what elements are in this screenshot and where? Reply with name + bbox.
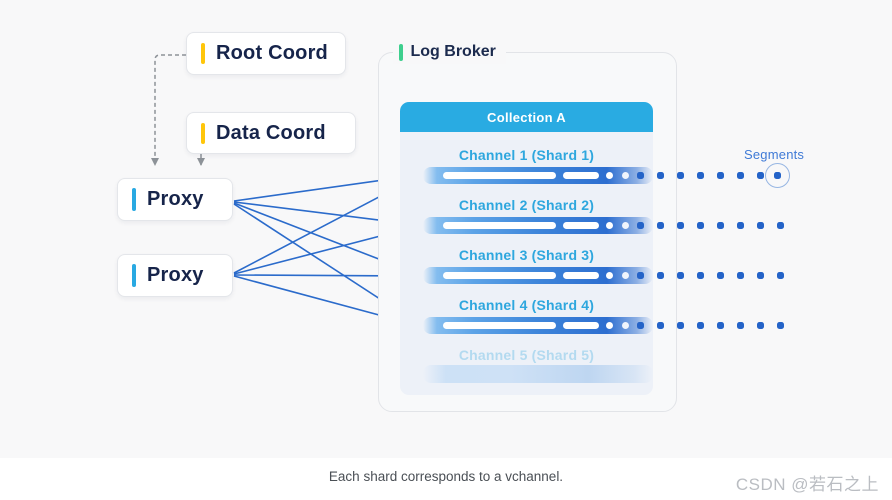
segment-dot	[637, 172, 644, 179]
channel5-bar	[423, 365, 653, 383]
segment-dot	[774, 172, 781, 179]
channel1-label: Channel 1 (Shard 1)	[458, 147, 595, 163]
segment-dot	[677, 222, 684, 229]
segment-dot	[677, 272, 684, 279]
channel2-bar	[423, 217, 653, 234]
channel2-segments-trail	[637, 222, 784, 229]
segment-dot	[777, 272, 784, 279]
segment-dot	[677, 172, 684, 179]
proxy1-accent-bar	[132, 188, 136, 211]
channel1-segment-dot	[622, 172, 629, 179]
data-coord-label: Data Coord	[216, 121, 326, 144]
channel2-segment-dot	[622, 222, 629, 229]
root-coord-label: Root Coord	[216, 42, 328, 64]
channel2-segment-pill	[563, 222, 599, 229]
channel1-bar	[423, 167, 653, 184]
segment-dot	[757, 172, 764, 179]
segment-dot	[657, 172, 664, 179]
segment-dot	[697, 172, 704, 179]
channel4-segment-pill	[563, 322, 599, 329]
channel1-segments-trail	[637, 172, 764, 179]
channel5-label: Channel 5 (Shard 5)	[458, 347, 595, 363]
segment-dot	[757, 322, 764, 329]
channel2-segment-pill	[443, 222, 556, 229]
channel3-segment-dot	[606, 272, 613, 279]
channel3-segment-pill	[563, 272, 599, 279]
segment-dot	[657, 272, 664, 279]
channel1-segment-dot	[606, 172, 613, 179]
segment-dot	[717, 322, 724, 329]
channel4-segments-trail	[637, 322, 784, 329]
channel3-segments-trail	[637, 272, 784, 279]
segment-dot	[637, 222, 644, 229]
segment-dot	[717, 172, 724, 179]
caption-text: Each shard corresponds to a vchannel.	[328, 469, 564, 484]
segment-dot	[757, 222, 764, 229]
segment-dot	[777, 222, 784, 229]
segment-dot	[717, 222, 724, 229]
log-broker-tag: Log Broker	[393, 40, 506, 64]
segment-dot	[777, 322, 784, 329]
segment-dot	[697, 322, 704, 329]
proxy1-label: Proxy	[147, 188, 204, 210]
channel3-label: Channel 3 (Shard 3)	[458, 247, 595, 263]
data-coord-accent-bar	[201, 122, 205, 144]
collection-header: Collection A	[400, 102, 653, 132]
channel2-label: Channel 2 (Shard 2)	[458, 197, 595, 213]
proxy-node-1: Proxy	[117, 178, 233, 221]
segment-dot	[717, 272, 724, 279]
channel3-segment-dot	[622, 272, 629, 279]
channel1-segment-pill	[563, 172, 599, 179]
segments-label: Segments	[744, 147, 805, 162]
segment-dot	[697, 222, 704, 229]
channel4-segment-dot	[622, 322, 629, 329]
log-broker-accent-bar	[399, 43, 403, 61]
segment-dot	[737, 322, 744, 329]
segment-dot	[757, 272, 764, 279]
segment-dot	[637, 322, 644, 329]
segment-dot	[737, 172, 744, 179]
proxy2-accent-bar	[132, 264, 136, 287]
segment-dot	[637, 272, 644, 279]
segment-dot	[737, 272, 744, 279]
watermark-text: CSDN @若石之上	[735, 475, 879, 494]
channel4-bar	[423, 317, 653, 334]
proxy-node-2: Proxy	[117, 254, 233, 297]
segment-dot	[677, 322, 684, 329]
channel3-segment-pill	[443, 272, 556, 279]
segment-dot	[657, 222, 664, 229]
channel3-bar	[423, 267, 653, 284]
channel4-segment-pill	[443, 322, 556, 329]
channel1-circled-segment	[765, 163, 790, 188]
log-broker-label: Log Broker	[410, 43, 496, 60]
root-coord-node: Root Coord	[186, 32, 346, 75]
data-coord-node: Data Coord	[186, 112, 356, 154]
segment-dot	[737, 222, 744, 229]
channel1-segment-pill	[443, 172, 556, 179]
root-coord-accent-bar	[201, 43, 205, 64]
segment-dot	[657, 322, 664, 329]
segment-dot	[697, 272, 704, 279]
channel2-segment-dot	[606, 222, 613, 229]
proxy2-label: Proxy	[147, 264, 204, 286]
channel4-label: Channel 4 (Shard 4)	[458, 297, 595, 313]
channel4-segment-dot	[606, 322, 613, 329]
